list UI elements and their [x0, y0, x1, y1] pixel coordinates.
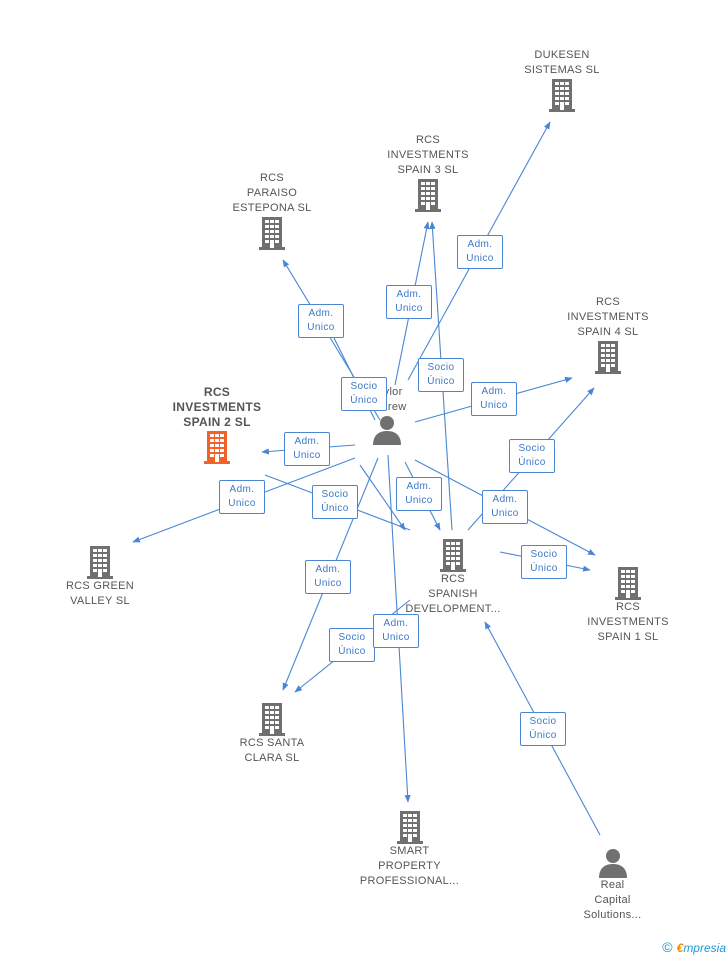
- edge-label-socio-unico[interactable]: Socio Único: [341, 377, 387, 411]
- copyright-symbol: ©: [662, 939, 673, 955]
- edge-label-adm-unico[interactable]: Adm. Unico: [471, 382, 517, 416]
- person-icon: [372, 415, 402, 445]
- node-rcs-paraiso-estepona[interactable]: RCS PARAISO ESTEPONA SL: [222, 171, 322, 250]
- node-label: RCS SPANISH DEVELOPMENT...: [405, 573, 501, 615]
- edge-label-adm-unico[interactable]: Adm. Unico: [457, 235, 503, 269]
- building-icon: [85, 545, 115, 579]
- edge-label-adm-unico[interactable]: Adm. Unico: [298, 304, 344, 338]
- node-rcs-green-valley[interactable]: RCS GREEN VALLEY SL: [50, 545, 150, 609]
- node-rcs-santa-clara[interactable]: RCS SANTA CLARA SL: [222, 702, 322, 766]
- edge-label-socio-unico[interactable]: Socio Único: [312, 485, 358, 519]
- node-rcs-investments-spain-4[interactable]: RCS INVESTMENTS SPAIN 4 SL: [558, 295, 658, 374]
- person-icon: [598, 848, 628, 878]
- edge-label-socio-unico[interactable]: Socio Único: [509, 439, 555, 473]
- node-rcs-spanish-development[interactable]: RCS SPANISH DEVELOPMENT...: [397, 538, 509, 617]
- node-label: DUKESEN SISTEMAS SL: [524, 49, 600, 76]
- edge-label-adm-unico[interactable]: Adm. Unico: [284, 432, 330, 466]
- node-label: RCS GREEN VALLEY SL: [65, 580, 135, 607]
- edge-label-socio-unico[interactable]: Socio Único: [520, 712, 566, 746]
- building-icon: [593, 340, 623, 374]
- building-icon: [257, 702, 287, 736]
- edge-label-socio-unico[interactable]: Socio Único: [418, 358, 464, 392]
- brand-logo: ©€mpresia: [662, 939, 726, 955]
- edge-label-socio-unico[interactable]: Socio Único: [521, 545, 567, 579]
- building-icon: [613, 566, 643, 600]
- building-icon: [547, 78, 577, 112]
- node-rcs-investments-spain-1[interactable]: RCS INVESTMENTS SPAIN 1 SL: [578, 566, 678, 645]
- node-dukesen[interactable]: DUKESEN SISTEMAS SL: [512, 48, 612, 112]
- node-label: SMART PROPERTY PROFESSIONAL...: [359, 845, 460, 887]
- node-rcs-investments-spain-2[interactable]: RCS INVESTMENTS SPAIN 2 SL: [162, 385, 272, 464]
- node-rcs-investments-spain-3[interactable]: RCS INVESTMENTS SPAIN 3 SL: [378, 133, 478, 212]
- node-label: RCS INVESTMENTS SPAIN 3 SL: [387, 134, 469, 176]
- building-icon: [257, 216, 287, 250]
- edge-line: [359, 464, 406, 531]
- edge-label-adm-unico[interactable]: Adm. Unico: [386, 285, 432, 319]
- node-real-capital-solutions[interactable]: Real Capital Solutions...: [565, 848, 660, 923]
- node-label: Real Capital Solutions...: [583, 879, 642, 921]
- edge-label-adm-unico[interactable]: Adm. Unico: [373, 614, 419, 648]
- building-icon: [395, 810, 425, 844]
- node-label: RCS INVESTMENTS SPAIN 2 SL: [172, 385, 262, 429]
- node-label: RCS SANTA CLARA SL: [239, 737, 305, 764]
- building-icon: [413, 178, 443, 212]
- node-label: RCS INVESTMENTS SPAIN 4 SL: [567, 296, 649, 338]
- edge-label-adm-unico[interactable]: Adm. Unico: [482, 490, 528, 524]
- node-label: RCS INVESTMENTS SPAIN 1 SL: [587, 601, 669, 643]
- node-smart-property-professional[interactable]: SMART PROPERTY PROFESSIONAL...: [352, 810, 467, 889]
- edge-label-adm-unico[interactable]: Adm. Unico: [219, 480, 265, 514]
- brand-e: €: [676, 941, 684, 955]
- building-icon: [202, 430, 232, 464]
- edge-label-adm-unico[interactable]: Adm. Unico: [305, 560, 351, 594]
- edge-label-adm-unico[interactable]: Adm. Unico: [396, 477, 442, 511]
- node-label: RCS PARAISO ESTEPONA SL: [232, 172, 312, 214]
- edge-label-socio-unico[interactable]: Socio Único: [329, 628, 375, 662]
- brand-name: mpresia: [683, 941, 726, 955]
- building-icon: [438, 538, 468, 572]
